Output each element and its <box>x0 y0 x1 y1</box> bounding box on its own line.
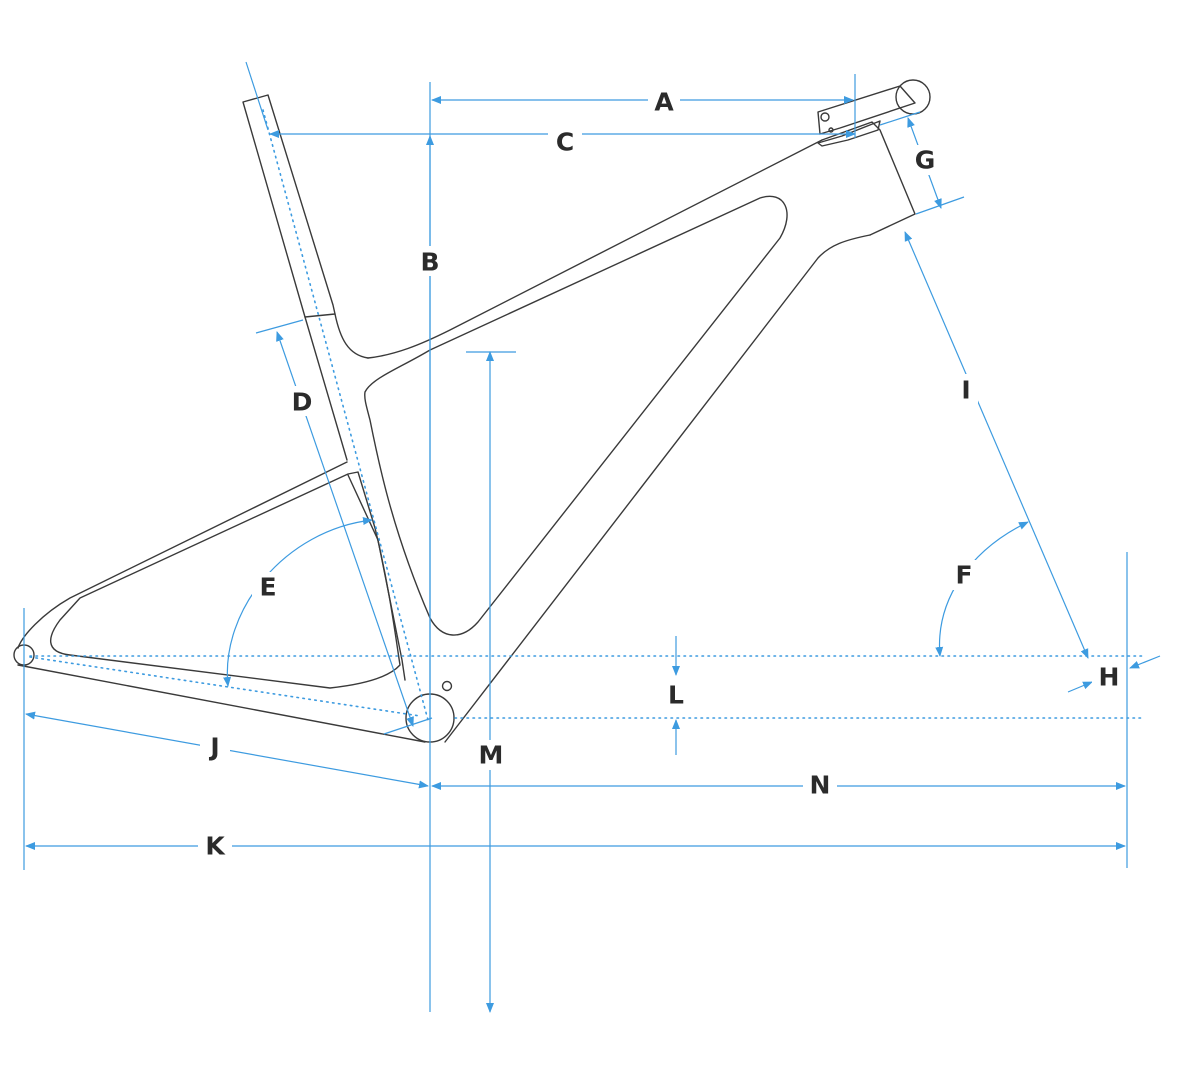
label-bg-a <box>648 86 680 116</box>
dimension-d-extension <box>255 319 304 334</box>
bike-frame <box>13 79 931 743</box>
label-bg-m <box>474 740 508 770</box>
label-m: M <box>479 741 504 770</box>
label-k: K <box>205 832 226 861</box>
label-d: D <box>292 388 313 417</box>
label-a: A <box>654 88 674 117</box>
label-i: I <box>961 376 970 405</box>
seat-tube-extension <box>245 61 269 131</box>
label-bg-c <box>548 126 582 156</box>
head-tube <box>817 120 916 236</box>
chainstay-axis <box>29 656 421 717</box>
label-b: B <box>420 248 439 277</box>
label-f: F <box>955 561 972 590</box>
label-bg-i <box>954 374 978 406</box>
label-backgrounds <box>198 86 1126 861</box>
dimension-h-arrow-left <box>1067 681 1093 693</box>
label-bg-n <box>803 770 837 800</box>
label-bg-l <box>660 680 692 710</box>
label-g: G <box>915 146 936 175</box>
label-n: N <box>810 771 831 800</box>
label-bg-j <box>200 732 230 762</box>
down-tube-outer <box>444 234 871 743</box>
dimension-g-extension-top <box>879 111 921 126</box>
label-j: J <box>208 733 219 762</box>
dimension-g-extension-bottom <box>915 196 965 215</box>
dimension-d-extension-bottom <box>383 717 433 735</box>
label-e: E <box>259 573 276 602</box>
label-bg-h <box>1092 662 1126 692</box>
stem <box>817 79 931 135</box>
label-bg-b <box>414 246 446 276</box>
dimension-h-arrow-right <box>1129 655 1161 669</box>
label-h: H <box>1099 663 1120 692</box>
label-bg-d <box>286 386 318 416</box>
label-c: C <box>556 128 574 157</box>
label-bg-k <box>198 831 232 861</box>
label-bg-g <box>908 145 942 175</box>
dimension-i <box>904 231 1089 659</box>
label-bg-e <box>252 572 284 602</box>
rear-triangle <box>13 461 426 743</box>
dimension-labels: A B C D E F G H I J K L M N <box>205 88 1119 861</box>
label-bg-f <box>948 560 980 590</box>
label-l: L <box>668 681 684 710</box>
